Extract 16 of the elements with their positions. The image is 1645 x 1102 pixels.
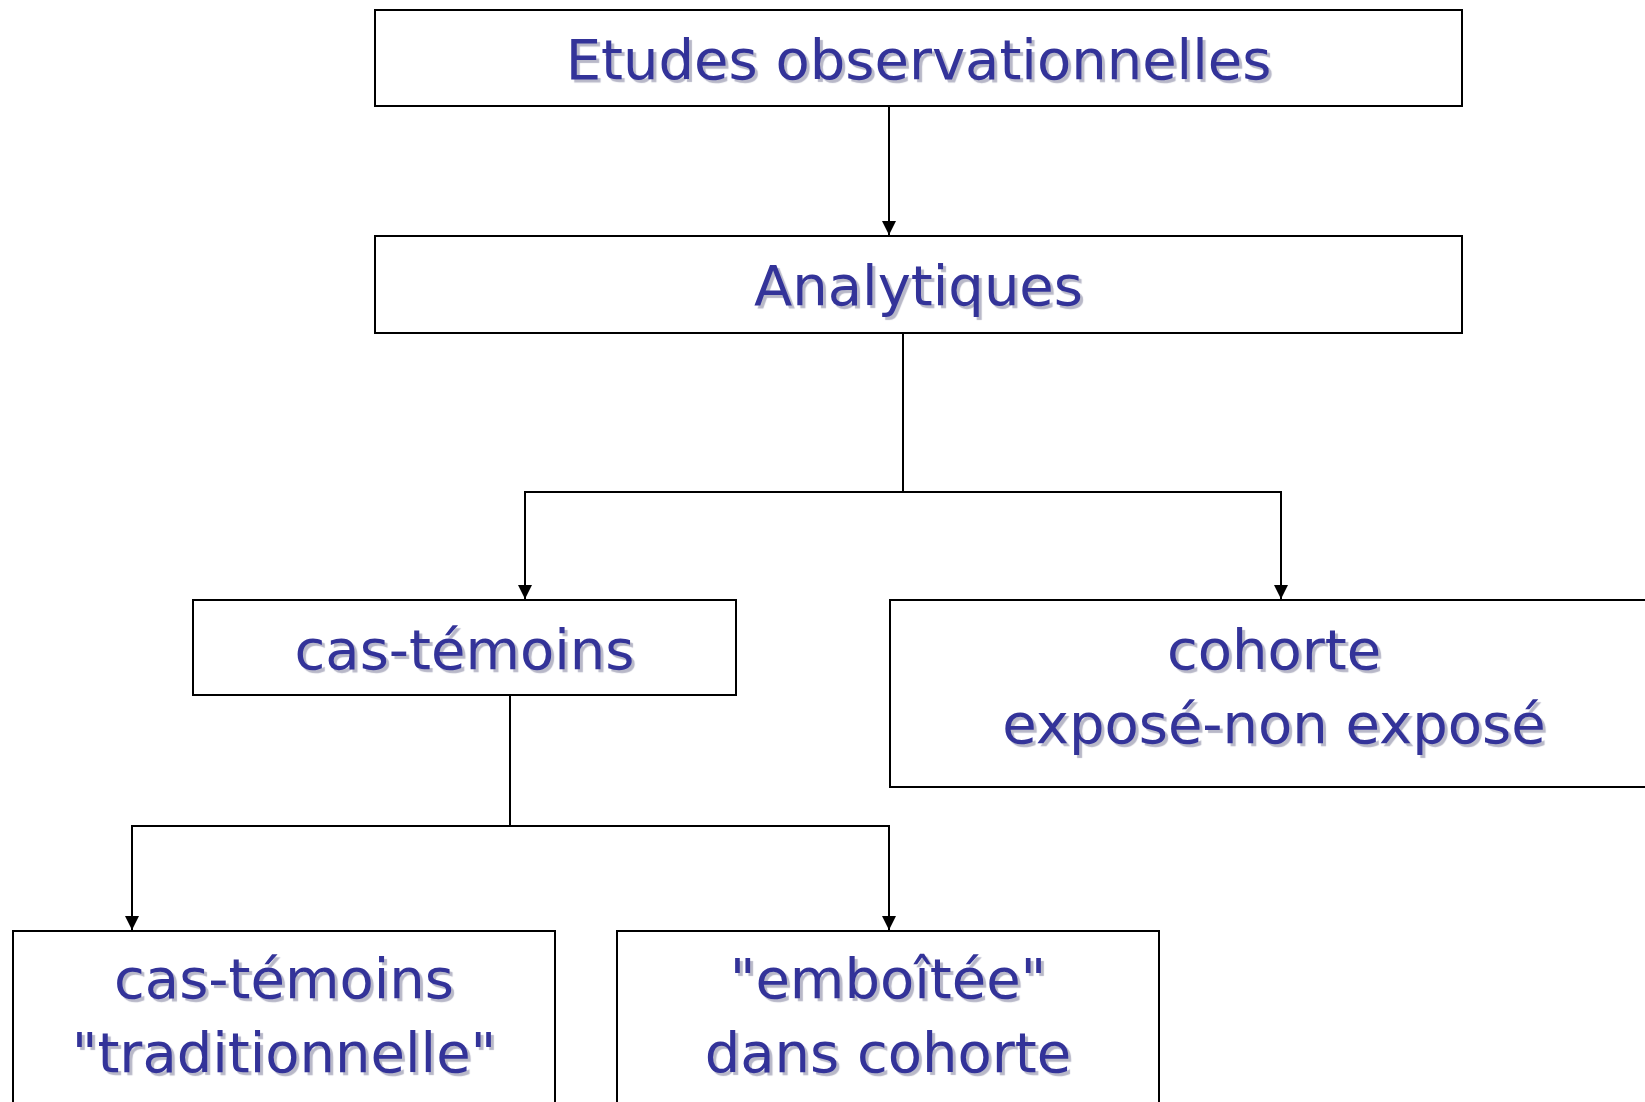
box-label: cohorte	[1166, 616, 1382, 684]
arrow	[882, 106, 896, 236]
box-label: cas-témoins	[114, 945, 454, 1013]
process-box	[889, 599, 1645, 788]
box-label: cas-témoins	[294, 616, 635, 684]
process-box	[374, 9, 1463, 107]
box-label: dans cohorte	[704, 1019, 1072, 1087]
process-box	[616, 930, 1160, 1102]
box-label: Etudes observationnelles	[565, 26, 1272, 94]
process-box	[192, 599, 737, 696]
process-box	[374, 235, 1463, 334]
process-box	[12, 930, 556, 1102]
box-label: "emboîtée"	[729, 945, 1047, 1013]
box-label: exposé-non exposé	[1002, 690, 1546, 758]
box-label: Analytiques	[754, 252, 1083, 320]
box-label: "traditionnelle"	[71, 1019, 497, 1087]
